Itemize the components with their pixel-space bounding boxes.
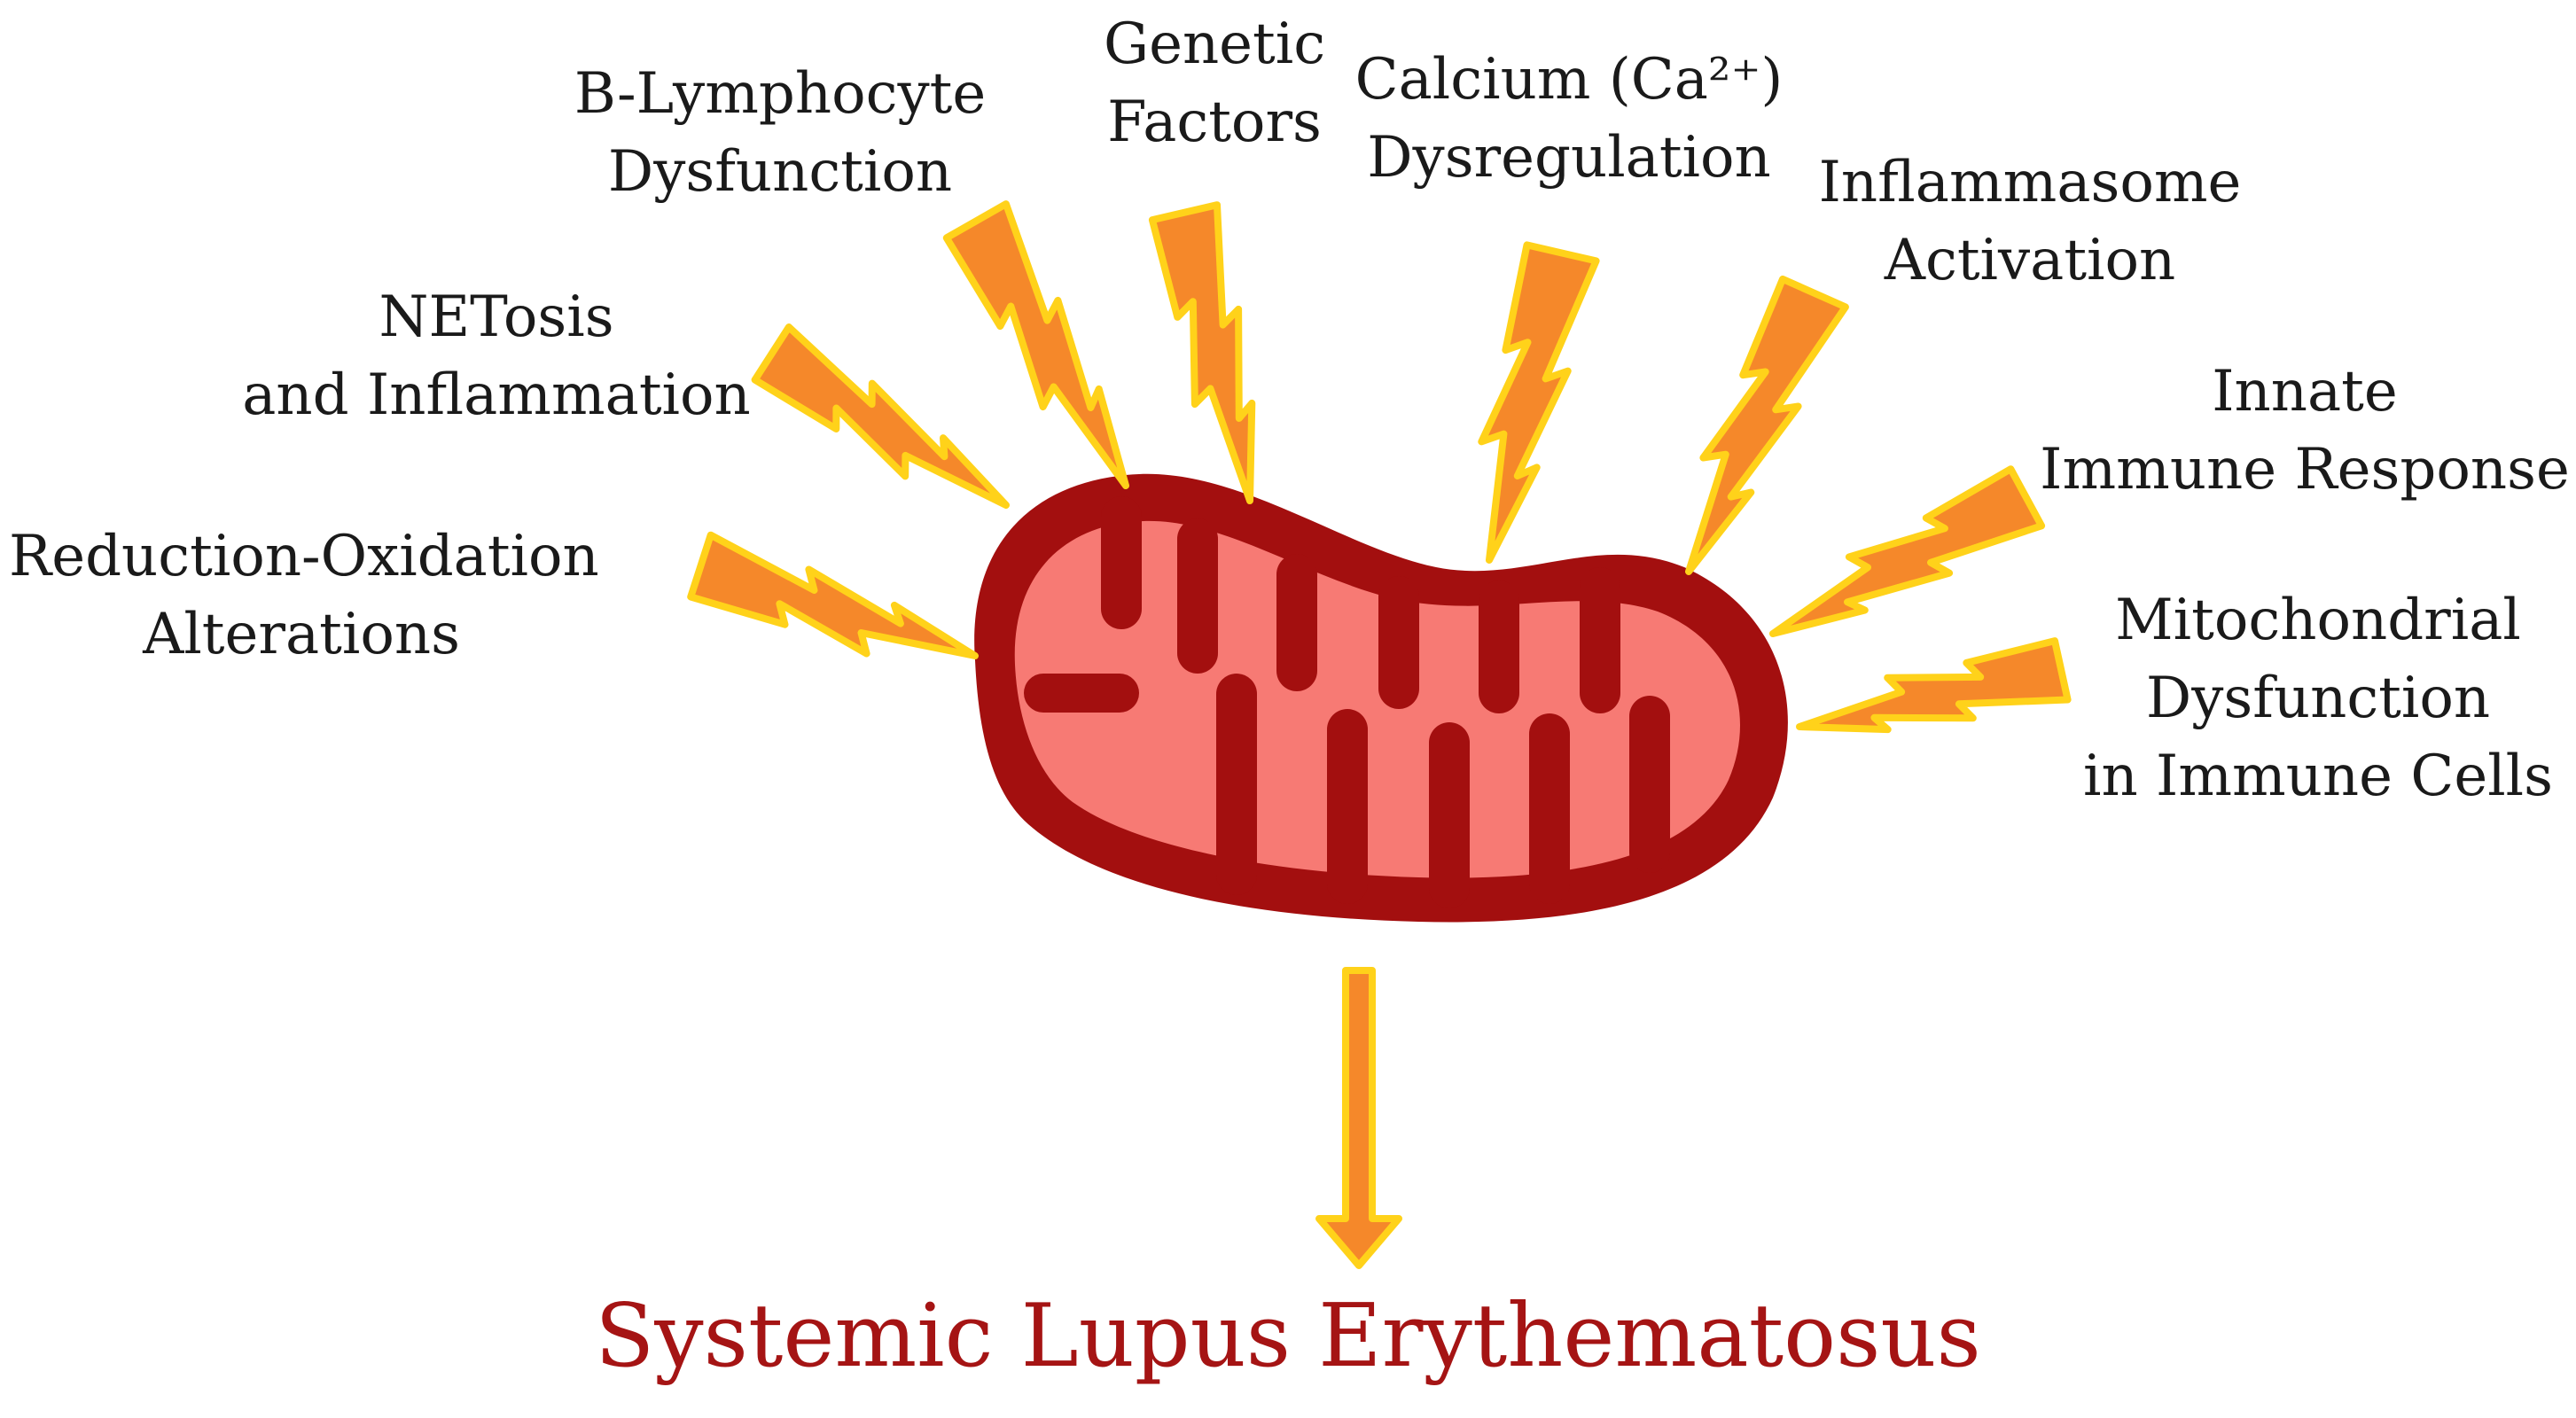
factor-label-genetic: Genetic Factors — [1081, 5, 1347, 161]
factor-label-netosis: NETosis and Inflammation — [239, 278, 753, 434]
factor-label-line: Genetic — [1103, 12, 1326, 77]
bolt-innate-immune — [1769, 465, 2046, 637]
factor-label-line: in Immune Cells — [2083, 744, 2553, 809]
factor-label-innate-immune: Innate Immune Response — [2039, 353, 2571, 509]
bolt-inflammasome — [1685, 275, 1849, 575]
factor-label-line: Inflammasome — [1818, 150, 2242, 215]
outcome-arrow — [1315, 967, 1402, 1269]
factor-label-line: Calcium (Ca²⁺) — [1354, 47, 1784, 113]
bolt-redox — [687, 531, 979, 659]
factor-label-line: and Inflammation — [242, 362, 751, 428]
factor-label-line: Mitochondrial — [2115, 588, 2521, 653]
outcome-label: Systemic Lupus Erythematosus — [595, 1286, 1981, 1387]
factor-label-line: B-Lymphocyte — [574, 61, 987, 127]
factor-label-line: Activation — [1884, 228, 2176, 293]
factor-label-mitochondrial-dysfunction: Mitochondrial Dysfunction in Immune Cell… — [2065, 581, 2571, 815]
factor-label-line: Reduction-Oxidation — [9, 524, 599, 589]
factor-label-line: Alterations — [143, 602, 460, 667]
factor-label-line: Factors — [1107, 90, 1322, 155]
bolt-mitochondrial — [1796, 637, 2072, 734]
lightning-bolts — [687, 200, 2072, 734]
cristae-bottom — [1024, 674, 1670, 908]
mitochondrion — [974, 473, 1788, 923]
factor-label-calcium: Calcium (Ca²⁺) Dysregulation — [1347, 41, 1791, 197]
cristae-top — [1101, 496, 1620, 713]
factor-label-line: NETosis — [379, 284, 614, 350]
bolt-netosis — [751, 323, 1010, 509]
factor-label-line: Dysfunction — [2145, 666, 2491, 731]
factor-label-line: Dysregulation — [1367, 125, 1771, 191]
factor-label-b-lymphocyte: B-Lymphocyte Dysfunction — [550, 55, 1011, 211]
factor-label-line: Dysfunction — [607, 139, 953, 205]
factor-label-line: Immune Response — [2040, 437, 2570, 503]
bolt-calcium — [1478, 241, 1600, 564]
factor-label-redox: Reduction-Oxidation Alterations — [9, 518, 599, 674]
factor-label-line: Innate — [2212, 359, 2398, 425]
bolt-genetic — [1148, 201, 1256, 504]
factor-label-inflammasome: Inflammasome Activation — [1799, 144, 2260, 300]
bolt-b-lymphocyte — [942, 200, 1129, 489]
